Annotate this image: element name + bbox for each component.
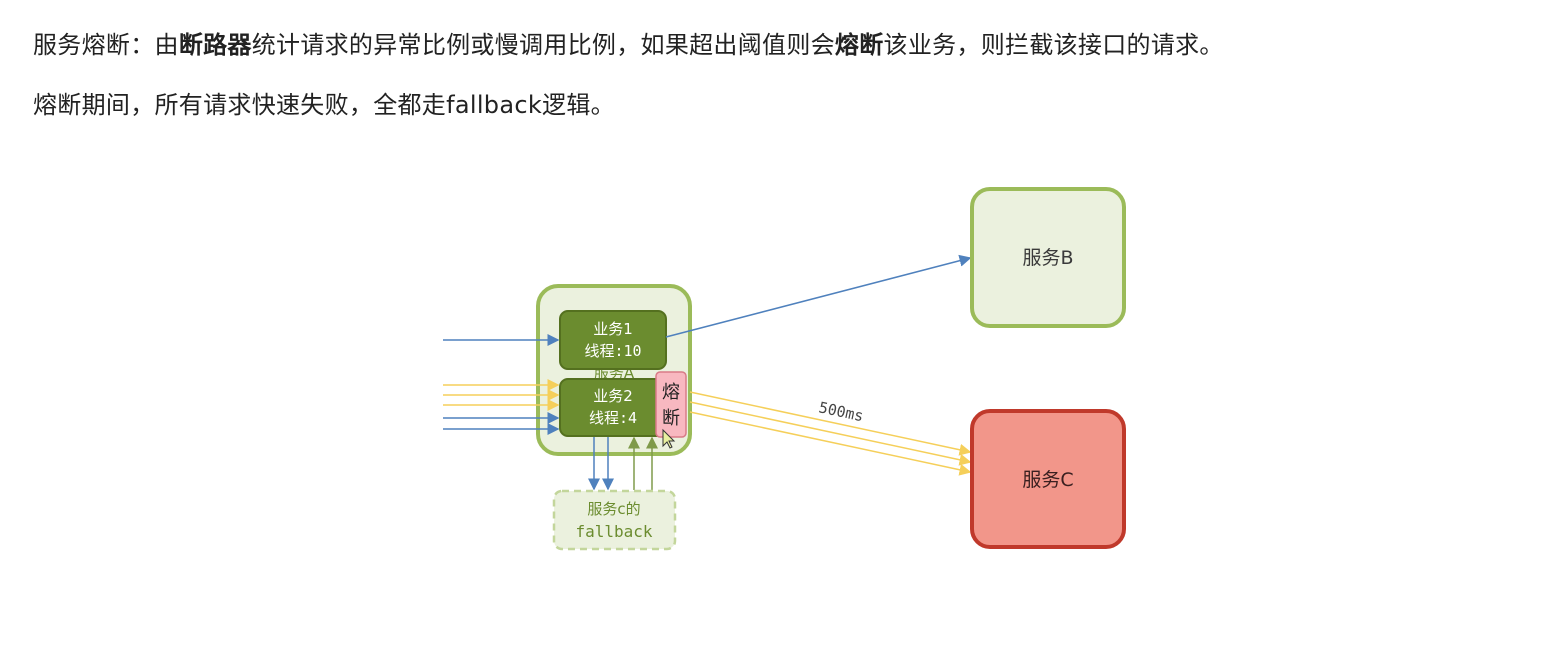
intro-text-1: 服务熔断：由	[33, 31, 179, 59]
service-b-box: 服务B	[970, 187, 1126, 328]
service-b-label: 服务B	[1022, 247, 1073, 269]
breaker-char-2: 断	[662, 408, 680, 429]
biz1-label: 业务1	[593, 320, 633, 338]
intro-text-2: 统计请求的异常比例或慢调用比例，如果超出阈值则会	[251, 31, 835, 59]
arrow-biz2-to-service-c-1	[689, 391, 972, 456]
breaker-char-1: 熔	[662, 382, 680, 403]
fallback-label-2: fallback	[575, 522, 652, 541]
fuse-bold: 熔断	[834, 31, 884, 59]
arrow-biz1-to-service-b	[665, 254, 972, 338]
biz2-label: 业务2	[593, 387, 633, 405]
biz2-box: 业务2 线程:4	[559, 378, 667, 437]
biz1-threads: 线程:10	[584, 342, 641, 360]
service-c-label: 服务C	[1022, 469, 1073, 491]
arrow-biz2-to-service-c-2	[689, 401, 972, 466]
cursor-icon	[662, 428, 676, 449]
biz2-threads: 线程:4	[589, 409, 637, 427]
breaker-box: 熔 断	[655, 371, 687, 438]
arrow-biz2-to-service-c-3	[689, 411, 972, 476]
fallback-box: 服务c的 fallback	[552, 489, 677, 551]
intro-line-1: 服务熔断：由断路器统计请求的异常比例或慢调用比例，如果超出阈值则会熔断该业务，则…	[33, 28, 1224, 62]
biz1-box: 业务1 线程:10	[559, 310, 667, 370]
intro-line-2: 熔断期间，所有请求快速失败，全都走fallback逻辑。	[33, 91, 615, 119]
intro-text-3: 该业务，则拦截该接口的请求。	[883, 31, 1224, 59]
service-c-box: 服务C	[970, 409, 1126, 549]
circuit-breaker-bold: 断路器	[178, 31, 252, 59]
fallback-label-1: 服务c的	[587, 500, 640, 518]
